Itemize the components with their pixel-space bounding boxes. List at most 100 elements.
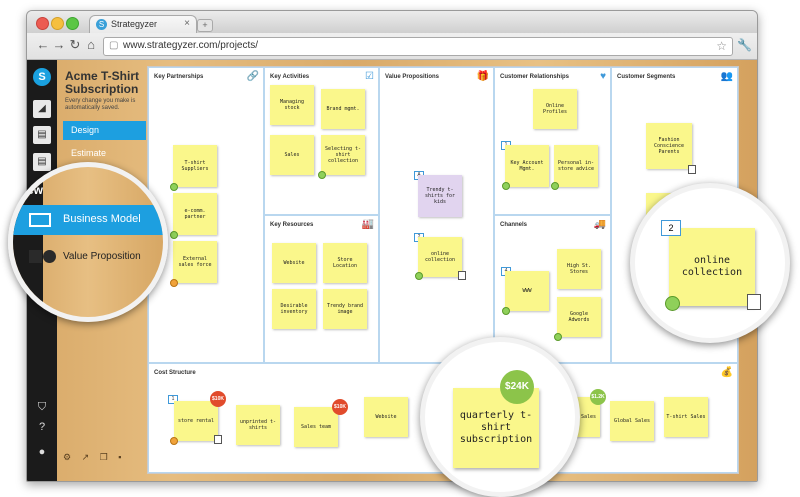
sticky-number-badge: 1 xyxy=(168,395,178,404)
sticky-note[interactable]: Key Account Mgmt. xyxy=(505,145,549,187)
gift-icon: 🎁 xyxy=(476,71,489,82)
view-value-proposition-label: Value Proposition xyxy=(63,251,141,262)
reload-icon[interactable]: ↻ xyxy=(69,37,81,52)
revenue-badge: $1.2K xyxy=(590,389,606,405)
block-title: Value Propositions xyxy=(385,74,440,80)
browser-tab[interactable]: S Strategyzer × xyxy=(89,15,197,34)
cost-badge: $10K xyxy=(210,391,226,407)
sticky-note[interactable]: Global Sales xyxy=(610,401,654,441)
shield-icon[interactable]: ⛉ xyxy=(37,401,47,413)
sticky-note[interactable]: Selecting t-shirt collection xyxy=(321,135,365,175)
magnifier-view-switcher: ew Business Model Value Proposition xyxy=(8,162,168,322)
settings-icon[interactable]: ⚙ xyxy=(63,452,72,462)
sticky-note[interactable]: Personal in-store advice xyxy=(554,145,598,187)
wrench-icon[interactable]: 🔧 xyxy=(737,38,752,52)
link-icon: 🔗 xyxy=(246,71,259,82)
sticky-note[interactable]: Desirable inventory xyxy=(272,289,316,329)
sticky-note[interactable]: Sales team xyxy=(294,407,338,447)
project-panel: Acme T-Shirt Subscription Every change y… xyxy=(57,60,146,481)
block-key-activities: Key Activities ☑ xyxy=(264,67,379,215)
home-icon[interactable]: ⌂ xyxy=(87,37,95,52)
sticky-note[interactable]: e-comm. partner xyxy=(173,193,217,235)
panel-bottom-icons: ⚙ ↗ ❐ ▪ xyxy=(63,452,148,464)
sticky-corner-icon xyxy=(458,271,466,280)
magnified-corner-icon xyxy=(747,294,761,310)
truck-icon: 🚚 xyxy=(593,219,606,230)
address-bar[interactable]: ▢ www.strategyzer.com/projects/ ☆ xyxy=(103,37,733,56)
canvas-tool-icon[interactable]: ◢ xyxy=(33,100,51,118)
magnifier-online-collection: online collection 2 xyxy=(630,183,790,343)
magnified-number-badge: 2 xyxy=(661,220,681,236)
block-title: Key Activities xyxy=(270,74,310,80)
block-title: Channels xyxy=(500,222,528,228)
status-dot xyxy=(170,437,178,445)
checkbox-icon: ☑ xyxy=(365,71,374,82)
sticky-note[interactable]: External sales force xyxy=(173,241,217,283)
sticky-note[interactable]: Sales xyxy=(270,135,314,175)
magnified-toolbar xyxy=(13,167,43,317)
sticky-note[interactable]: store rental xyxy=(174,401,218,441)
archive-icon-2[interactable]: ▤ xyxy=(33,153,51,171)
sticky-note[interactable]: Store Location xyxy=(323,243,367,283)
close-window-button[interactable] xyxy=(36,17,49,30)
share-icon[interactable]: ↗ xyxy=(81,452,90,462)
sticky-note[interactable]: Website xyxy=(272,243,316,283)
view-value-proposition[interactable]: Value Proposition xyxy=(13,242,163,272)
block-title: Customer Segments xyxy=(617,74,676,80)
sticky-note[interactable]: Trendy brand image xyxy=(323,289,367,329)
tab-close-icon[interactable]: × xyxy=(184,18,190,29)
delete-icon[interactable]: ▪ xyxy=(118,452,122,462)
sticky-corner-icon xyxy=(214,435,222,444)
url-text[interactable]: www.strategyzer.com/projects/ xyxy=(123,40,259,51)
block-title: Cost Structure xyxy=(154,370,196,376)
archive-icon[interactable]: ▤ xyxy=(33,126,51,144)
nav-estimate[interactable]: Estimate xyxy=(71,148,107,158)
project-title: Acme T-Shirt Subscription xyxy=(65,69,140,96)
status-dot xyxy=(502,182,510,190)
magnifier-quarterly-subscription: quarterly t-shirt subscription $24K xyxy=(420,337,580,497)
view-business-model[interactable]: Business Model xyxy=(13,205,163,235)
status-dot xyxy=(554,333,562,341)
user-icon[interactable]: ● xyxy=(38,446,46,458)
sticky-note[interactable]: Trendy t-shirts for kids xyxy=(418,175,462,217)
sticky-note[interactable]: Google Adwords xyxy=(557,297,601,337)
back-icon[interactable]: ← xyxy=(36,37,50,52)
block-title: Customer Relationships xyxy=(500,74,570,80)
sticky-note[interactable]: Managing stock xyxy=(270,85,314,125)
block-title: Key Partnerships xyxy=(154,74,204,80)
view-heading: ew xyxy=(27,183,44,197)
sticky-note[interactable]: T-shirt Sales xyxy=(664,397,708,437)
minimize-window-button[interactable] xyxy=(51,17,64,30)
nav-design[interactable]: Design xyxy=(63,121,146,140)
factory-icon: 🏭 xyxy=(361,219,374,230)
strategyzer-logo-icon[interactable]: S xyxy=(33,68,51,86)
autosave-note: Every change you make is automatically s… xyxy=(65,98,136,111)
view-business-model-label: Business Model xyxy=(63,213,141,225)
help-icon[interactable]: ? xyxy=(38,421,46,433)
sticky-note[interactable]: WWW xyxy=(505,271,549,311)
sticky-note[interactable]: Website xyxy=(364,397,408,437)
block-title: Key Resources xyxy=(270,222,314,228)
sticky-note[interactable]: online collection xyxy=(418,237,462,277)
sticky-note[interactable]: T-shirt Suppliers xyxy=(173,145,217,187)
value-proposition-square-icon xyxy=(29,250,42,263)
sticky-note[interactable]: High St. Stores xyxy=(557,249,601,289)
forward-icon[interactable]: → xyxy=(52,37,66,52)
magnified-revenue-badge: $24K xyxy=(500,370,534,404)
zoom-window-button[interactable] xyxy=(66,17,79,30)
block-value-propositions: Value Propositions 🎁 xyxy=(379,67,494,363)
sticky-corner-icon xyxy=(688,165,696,174)
sticky-note[interactable]: Online Profiles xyxy=(533,89,577,129)
status-dot xyxy=(502,307,510,315)
business-model-icon xyxy=(29,213,51,227)
sticky-note[interactable]: Brand mgmt. xyxy=(321,89,365,129)
new-tab-button[interactable]: + xyxy=(197,19,213,32)
copy-icon[interactable]: ❐ xyxy=(99,452,108,462)
magnified-sticky-note[interactable]: online collection xyxy=(669,228,755,306)
status-dot xyxy=(170,279,178,287)
sticky-note[interactable]: Fashion Conscience Parents xyxy=(646,123,692,169)
star-icon[interactable]: ☆ xyxy=(716,39,727,53)
sticky-note[interactable]: unprinted t-shirts xyxy=(236,405,280,445)
status-dot xyxy=(170,183,178,191)
money-bag-icon: 💰 xyxy=(720,367,733,378)
